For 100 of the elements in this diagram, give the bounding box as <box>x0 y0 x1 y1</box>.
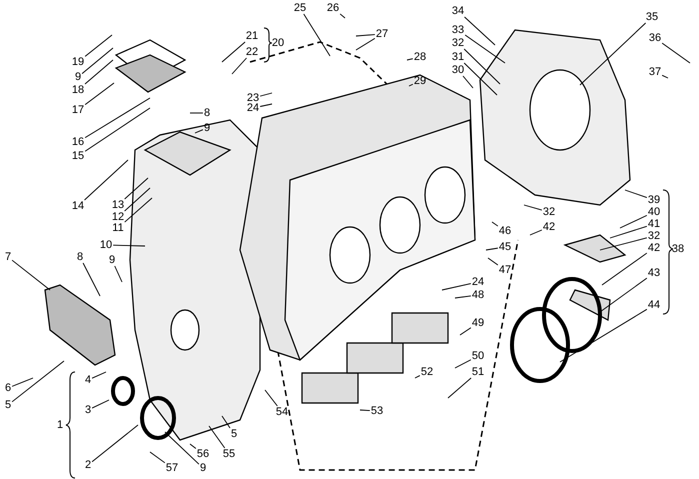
callout-number: 8 <box>76 251 84 263</box>
callout-number: 2 <box>84 459 92 471</box>
callout-number: 7 <box>4 251 12 263</box>
callout-number: 9 <box>198 462 208 474</box>
leader-line <box>264 390 278 406</box>
callout-number: 24 <box>246 102 260 114</box>
leader-line <box>124 188 150 212</box>
leader-line <box>560 308 648 362</box>
callout-number: 52 <box>420 366 434 378</box>
leader-line <box>194 129 204 134</box>
callout-number: 32 <box>450 37 466 49</box>
leader-line <box>84 60 114 84</box>
leader-line <box>448 378 472 398</box>
leader-line <box>84 160 128 200</box>
leader-line <box>92 400 110 409</box>
leader-line <box>260 92 272 97</box>
callout-number: 38 <box>670 243 686 255</box>
leader-line <box>530 230 542 236</box>
callout-number: 4 <box>84 374 92 386</box>
callout-number: 6 <box>4 382 12 394</box>
leader-line <box>662 42 690 64</box>
leader-line <box>190 444 196 449</box>
leader-line <box>303 14 330 56</box>
callout-number: 47 <box>498 264 512 276</box>
callout-number: 49 <box>470 317 486 329</box>
leader-line <box>124 198 152 223</box>
leader-line <box>464 62 498 96</box>
leader-line <box>12 260 50 290</box>
callout-number: 32 <box>542 206 556 218</box>
leader-line <box>84 108 150 152</box>
leader-line <box>82 262 100 296</box>
callout-number: 23 <box>246 92 260 104</box>
callout-number: 18 <box>70 84 86 96</box>
callout-number: 36 <box>648 32 662 44</box>
callout-number: 8 <box>202 107 212 119</box>
callout-number: 26 <box>326 2 340 14</box>
leader-line <box>602 252 648 286</box>
callout-number: 9 <box>108 254 116 266</box>
leader-line <box>662 74 668 78</box>
callout-number: 51 <box>470 366 486 378</box>
callout-number: 30 <box>450 64 466 76</box>
callout-number: 20 <box>270 37 286 49</box>
callout-number: 35 <box>644 11 660 23</box>
callout-number: 31 <box>450 51 466 63</box>
leader-line <box>610 226 648 238</box>
leader-line <box>164 432 200 465</box>
leader-line <box>462 76 474 88</box>
leader-line <box>84 82 114 106</box>
leader-line <box>524 204 542 210</box>
leader-line <box>454 295 472 298</box>
leader-line <box>356 38 376 50</box>
callout-number: 17 <box>70 104 86 116</box>
leader-line <box>360 410 370 412</box>
callout-number: 57 <box>164 462 180 474</box>
callout-number: 24 <box>470 276 486 288</box>
leader-line <box>340 14 346 18</box>
leader-line <box>12 360 64 402</box>
leader-line <box>356 34 376 36</box>
leader-line <box>112 244 146 246</box>
leader-line <box>408 84 414 86</box>
leader-line <box>232 58 247 74</box>
callout-number: 37 <box>648 66 662 78</box>
leader-line <box>600 237 648 250</box>
callout-number: 12 <box>110 211 126 223</box>
callout-number: 42 <box>542 221 556 233</box>
callout-number: 56 <box>196 448 210 460</box>
callout-number: 32 <box>646 230 662 242</box>
callout-number: 54 <box>274 406 290 418</box>
callout-number: 45 <box>498 241 512 253</box>
leader-line <box>114 266 122 282</box>
callout-number: 29 <box>412 75 428 87</box>
callout-number: 16 <box>70 136 86 148</box>
callout-number: 55 <box>222 448 236 460</box>
leader-line <box>260 104 272 107</box>
callout-number: 40 <box>646 206 662 218</box>
callout-number: 3 <box>84 404 92 416</box>
leader-line <box>92 372 106 379</box>
leader-line <box>222 416 230 428</box>
callout-number: 11 <box>111 222 125 234</box>
callout-number: 46 <box>498 225 512 237</box>
callout-number: 5 <box>4 399 12 411</box>
leader-line <box>92 424 138 462</box>
callout-number: 33 <box>450 24 466 36</box>
leader-line <box>12 378 34 387</box>
callout-number: 14 <box>70 200 86 212</box>
leader-line <box>488 258 498 266</box>
leader-line <box>84 34 112 57</box>
callout-number: 48 <box>470 289 486 301</box>
leader-line <box>464 48 500 84</box>
callout-number: 28 <box>412 51 428 63</box>
callout-number: 41 <box>646 218 662 230</box>
leader-line <box>486 248 498 250</box>
callout-number: 13 <box>110 199 126 211</box>
leader-line <box>414 375 420 378</box>
leader-line <box>208 426 226 448</box>
callout-number: 9 <box>74 71 82 83</box>
callout-number: 39 <box>646 194 662 206</box>
leader-line <box>600 278 648 312</box>
leader-line <box>82 48 114 74</box>
callout-number: 15 <box>70 150 86 162</box>
